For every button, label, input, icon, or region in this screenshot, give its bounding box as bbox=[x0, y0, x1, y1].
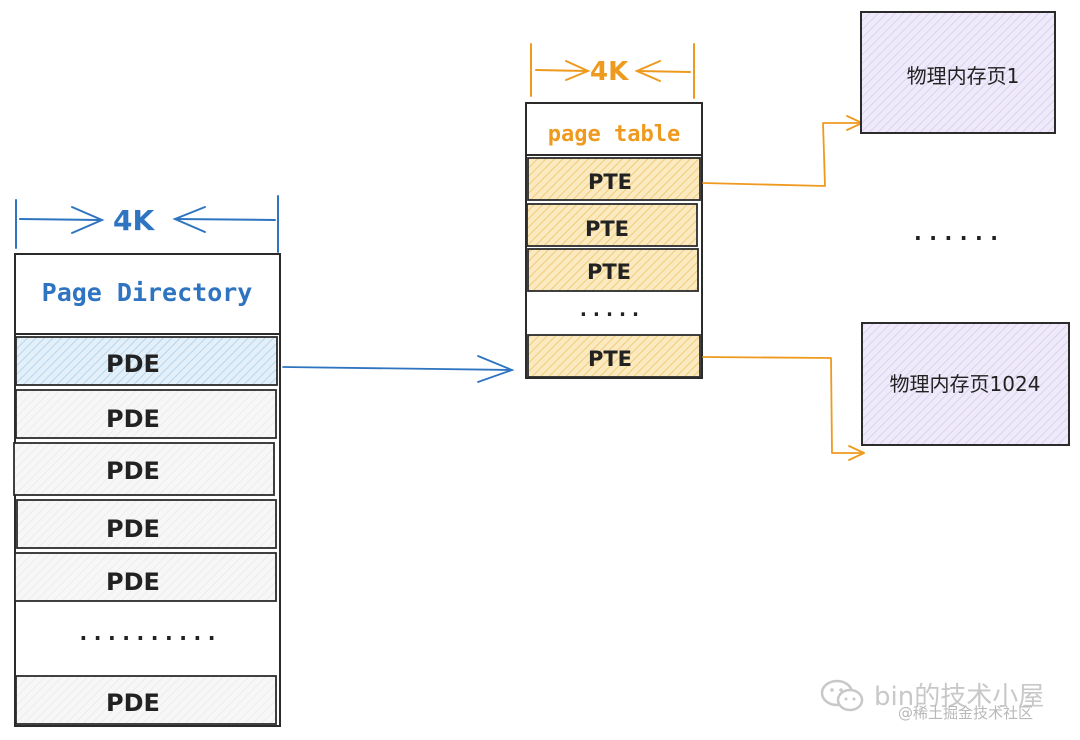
pte-to-page1-arrow bbox=[702, 115, 863, 187]
watermark-subtitle: @稀土掘金技术社区 bbox=[898, 704, 1034, 722]
pt-row-4 bbox=[527, 334, 701, 378]
pt-row-label-0: PTE bbox=[588, 170, 632, 194]
page-directory: 4K Page Directory PDE PDE PDE PDE PDE ..… bbox=[13, 195, 281, 727]
physical-page-1: 物理内存页1 bbox=[860, 11, 1056, 134]
pd-size-marker bbox=[15, 195, 279, 253]
pd-row-label-4: PDE bbox=[106, 568, 160, 596]
watermark-title: bin的技术小屋 bbox=[874, 682, 1045, 712]
pt-row-label-2: PTE bbox=[587, 260, 631, 284]
pd-title: Page Directory bbox=[42, 278, 253, 307]
pt-row-1 bbox=[526, 203, 698, 247]
physical-page-1-label: 物理内存页1 bbox=[907, 64, 1020, 88]
physical-page-1024: 物理内存页1024 bbox=[861, 322, 1070, 446]
pde-to-pte-arrow bbox=[282, 355, 515, 383]
pd-size-label: 4K bbox=[113, 204, 155, 237]
pd-row-label-2: PDE bbox=[106, 457, 160, 485]
pd-row-1 bbox=[15, 389, 277, 439]
pd-row-label-3: PDE bbox=[106, 515, 160, 543]
pd-row-2 bbox=[13, 442, 275, 496]
pd-row-0 bbox=[15, 336, 278, 386]
pt-title: page table bbox=[548, 122, 680, 147]
physical-page-1024-label: 物理内存页1024 bbox=[890, 372, 1041, 396]
pt-row-0 bbox=[527, 157, 701, 201]
pt-row-2 bbox=[527, 248, 699, 292]
pt-row-ellipsis: ..... bbox=[577, 297, 642, 321]
page-table: 4K page table PTE PTE PTE ..... PTE bbox=[525, 43, 703, 379]
pd-row-6 bbox=[15, 675, 277, 725]
pd-row-4 bbox=[14, 552, 277, 602]
wechat-icon bbox=[820, 679, 864, 712]
pt-size-label: 4K bbox=[590, 57, 629, 87]
pd-row-label-0: PDE bbox=[106, 350, 160, 378]
watermark: bin的技术小屋 @稀土掘金技术社区 bbox=[818, 672, 1068, 732]
pd-row-3 bbox=[16, 499, 277, 549]
pt-size-marker bbox=[530, 43, 695, 99]
pd-row-label-6: PDE bbox=[106, 689, 160, 717]
physical-pages-ellipsis: ...... bbox=[911, 221, 1002, 246]
pd-row-label-1: PDE bbox=[106, 405, 160, 433]
pd-row-ellipsis: .......... bbox=[77, 621, 219, 646]
pt-row-label-1: PTE bbox=[585, 217, 629, 241]
pt-row-label-4: PTE bbox=[588, 347, 632, 371]
pte-to-page1024-arrow bbox=[702, 356, 865, 461]
